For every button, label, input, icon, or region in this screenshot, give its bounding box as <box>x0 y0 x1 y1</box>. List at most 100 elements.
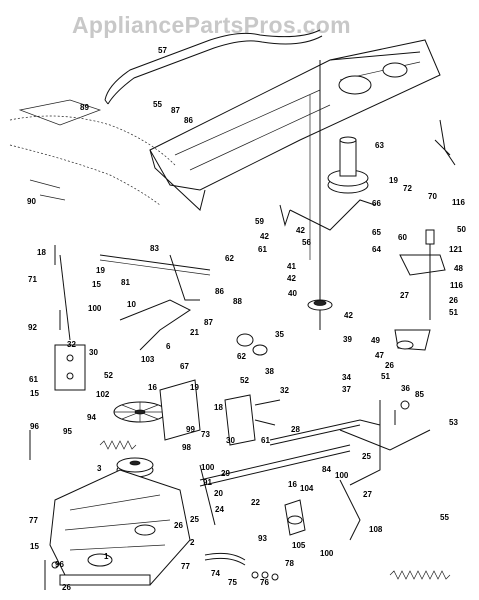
callout-85: 85 <box>415 390 424 399</box>
right-linkage <box>349 119 456 486</box>
callout-91: 91 <box>203 478 212 487</box>
callout-55-b: 55 <box>440 513 449 522</box>
callout-26-b: 26 <box>385 361 394 370</box>
callout-38: 38 <box>265 367 274 376</box>
callout-73: 73 <box>201 430 210 439</box>
callout-26-c: 26 <box>174 521 183 530</box>
callout-87-b: 87 <box>204 318 213 327</box>
callout-121: 121 <box>449 245 463 254</box>
callout-71: 71 <box>28 275 37 284</box>
callout-98: 98 <box>182 443 191 452</box>
callout-6: 6 <box>166 342 171 351</box>
callout-77: 77 <box>29 516 38 525</box>
callout-61: 61 <box>258 245 267 254</box>
callout-42-d: 42 <box>344 311 353 320</box>
callout-75: 75 <box>228 578 237 587</box>
callout-20: 20 <box>214 489 223 498</box>
callout-74: 74 <box>211 569 220 578</box>
callout-48: 48 <box>454 264 463 273</box>
callout-57: 57 <box>158 46 167 55</box>
shift-rods <box>199 419 431 487</box>
callout-27-b: 27 <box>363 490 372 499</box>
callout-66: 66 <box>372 199 381 208</box>
callout-19: 19 <box>389 176 398 185</box>
callout-72: 72 <box>403 184 412 193</box>
spring-and-pulley <box>99 440 154 478</box>
callout-24: 24 <box>215 505 224 514</box>
idler-brackets <box>159 333 281 446</box>
callout-25-b: 25 <box>190 515 199 524</box>
callout-83: 83 <box>150 244 159 253</box>
callout-65: 65 <box>372 228 381 237</box>
callout-52: 52 <box>104 371 113 380</box>
callout-95: 95 <box>63 427 72 436</box>
callout-35: 35 <box>275 330 284 339</box>
callout-26: 26 <box>449 296 458 305</box>
callout-84: 84 <box>322 465 331 474</box>
transmission <box>49 469 191 586</box>
callout-55: 55 <box>153 100 162 109</box>
callout-19-c: 19 <box>190 383 199 392</box>
callout-100-c: 100 <box>335 471 349 480</box>
callout-50: 50 <box>457 225 466 234</box>
callout-100: 100 <box>88 304 102 313</box>
callout-70: 70 <box>428 192 437 201</box>
callout-56: 56 <box>302 238 311 247</box>
cooling-fan <box>113 401 167 423</box>
callout-10: 10 <box>127 300 136 309</box>
callout-15-c: 15 <box>30 542 39 551</box>
callout-42-b: 42 <box>260 232 269 241</box>
callout-19-b: 19 <box>96 266 105 275</box>
callout-30-b: 30 <box>226 436 235 445</box>
callout-29: 29 <box>221 469 230 478</box>
callout-96-b: 96 <box>55 560 64 569</box>
callout-25: 25 <box>362 452 371 461</box>
callout-116: 116 <box>452 198 465 207</box>
callout-51: 51 <box>449 308 458 317</box>
callout-108: 108 <box>369 525 383 534</box>
callout-76: 76 <box>260 578 269 587</box>
callout-96: 96 <box>30 422 39 431</box>
callout-61-b: 61 <box>29 375 38 384</box>
callout-2: 2 <box>190 538 195 547</box>
callout-52-b: 52 <box>240 376 249 385</box>
bottom-linkages <box>204 479 451 581</box>
callout-37: 37 <box>342 385 351 394</box>
callout-94: 94 <box>87 413 96 422</box>
callout-15: 15 <box>92 280 101 289</box>
callout-53: 53 <box>449 418 458 427</box>
hardware-bolts <box>29 245 410 590</box>
drive-belt <box>104 29 323 105</box>
callout-36: 36 <box>401 384 410 393</box>
callout-103: 103 <box>141 355 155 364</box>
callout-39: 39 <box>343 335 352 344</box>
callout-26-d: 26 <box>62 583 71 592</box>
callout-81: 81 <box>121 278 130 287</box>
callout-78: 78 <box>285 559 294 568</box>
callout-42-c: 42 <box>287 274 296 283</box>
callout-28: 28 <box>291 425 300 434</box>
callout-89: 89 <box>80 103 89 112</box>
callout-27: 27 <box>400 291 409 300</box>
callout-86-b: 86 <box>215 287 224 296</box>
callout-30: 30 <box>89 348 98 357</box>
callout-62-b: 62 <box>237 352 246 361</box>
callout-92: 92 <box>28 323 37 332</box>
callout-60: 60 <box>398 233 407 242</box>
callout-90: 90 <box>27 197 36 206</box>
left-levers <box>54 254 211 391</box>
callout-102: 102 <box>96 390 110 399</box>
watermark-text: AppliancePartsPros.com <box>72 12 351 38</box>
callout-62: 62 <box>225 254 234 263</box>
callout-100-d: 100 <box>320 549 334 558</box>
callout-64: 64 <box>372 245 381 254</box>
callout-22: 22 <box>251 498 260 507</box>
callout-15-b: 15 <box>30 389 39 398</box>
callout-93: 93 <box>258 534 267 543</box>
callout-59: 59 <box>255 217 264 226</box>
callout-49: 49 <box>371 336 380 345</box>
callout-16: 16 <box>148 383 157 392</box>
callout-105: 105 <box>292 541 306 550</box>
